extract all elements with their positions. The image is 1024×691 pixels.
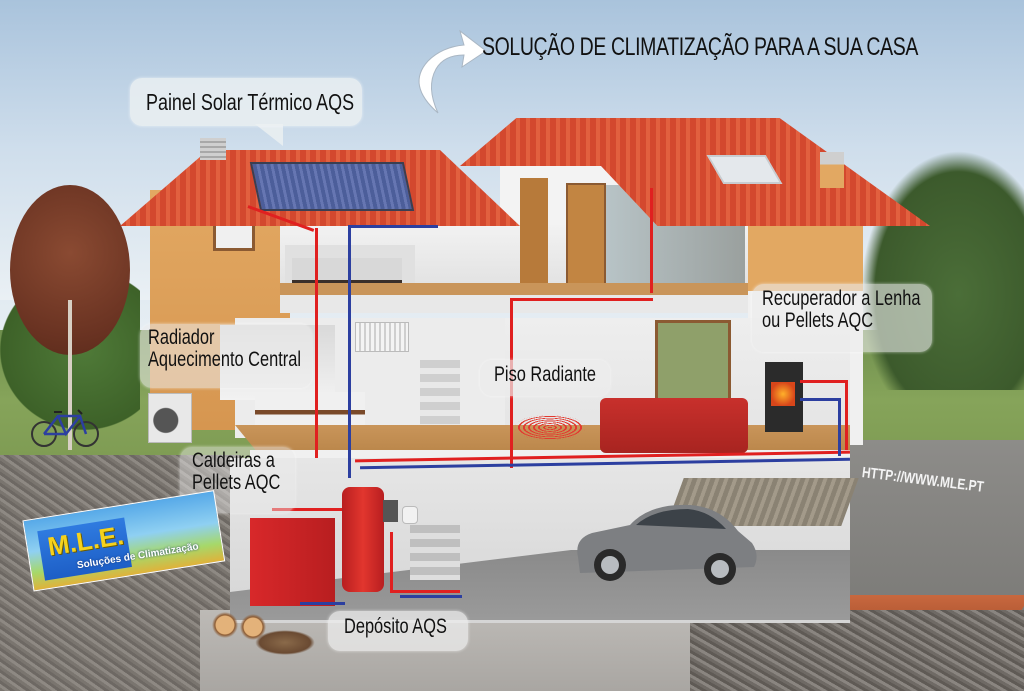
trees-right — [860, 150, 1024, 390]
car-icon — [577, 504, 757, 585]
tree-trunk — [68, 300, 72, 450]
cold-pipe — [348, 225, 438, 228]
upper-floor-wood — [280, 283, 750, 295]
bed-icon — [292, 258, 402, 286]
hot-pipe — [390, 532, 393, 592]
callout-label: Depósito AQS — [344, 615, 447, 638]
radiator-icon — [355, 322, 409, 352]
hot-pipe — [845, 380, 848, 450]
callout-tank: Depósito AQS — [328, 611, 468, 651]
hot-water-tank-icon — [342, 487, 384, 592]
cold-pipe — [838, 398, 841, 456]
underfloor-heating-icon — [515, 415, 585, 440]
chimney-icon — [820, 152, 844, 188]
cold-pipe — [300, 602, 345, 605]
callout-label-line1: Recuperador a Lenha — [762, 287, 921, 310]
hot-pipe — [272, 508, 342, 511]
hot-pipe — [800, 380, 848, 383]
door-icon — [566, 183, 606, 297]
callout-label: Piso Radiante — [494, 363, 596, 386]
callout-boilers: Caldeiras a Pellets AQC — [180, 447, 295, 513]
callout-label-line1: Caldeiras a — [192, 449, 275, 472]
hot-pipe — [650, 188, 653, 293]
stairs-icon — [410, 525, 460, 580]
pump-icon — [383, 500, 398, 522]
callout-label: Painel Solar Térmico AQS — [146, 89, 355, 115]
curved-arrow-icon — [418, 29, 487, 114]
callout-label-line2: Aquecimento Central — [148, 348, 301, 372]
page-title: SOLUÇÃO DE CLIMATIZAÇÃO PARA A SUA CASA — [482, 33, 918, 61]
hot-pipe — [510, 298, 653, 301]
sofa-icon — [600, 398, 748, 453]
stairs-icon — [420, 360, 460, 430]
solar-panel-icon — [249, 162, 415, 211]
bicycle-icon — [31, 409, 99, 447]
cold-pipe — [800, 398, 840, 401]
callout-label-line1: Radiador — [148, 326, 215, 349]
expansion-vessel-icon — [402, 506, 418, 524]
ac-unit-icon — [148, 393, 192, 443]
hot-pipe — [315, 228, 318, 458]
retaining-wall — [850, 440, 1024, 610]
callout-label-line2: ou Pellets AQC — [762, 309, 874, 333]
callout-pointer — [255, 124, 283, 146]
callout-underfloor-heating: Piso Radiante — [480, 360, 610, 396]
callout-wood-stove: Recuperador a Lenha ou Pellets AQC — [752, 284, 932, 352]
door-icon — [520, 178, 548, 288]
callout-radiator: Radiador Aquecimento Central — [140, 324, 312, 388]
fire-icon — [771, 382, 795, 406]
pellet-boiler-icon — [250, 518, 335, 606]
cold-pipe — [400, 595, 462, 598]
soil-cutaway-right — [690, 610, 1024, 691]
cold-pipe — [348, 228, 351, 478]
chimney-icon — [200, 138, 226, 160]
pellets-icon — [255, 630, 315, 655]
callout-label-line2: Pellets AQC — [192, 471, 281, 495]
hot-pipe — [390, 590, 460, 593]
callout-solar-panel: Painel Solar Térmico AQS — [130, 78, 362, 126]
